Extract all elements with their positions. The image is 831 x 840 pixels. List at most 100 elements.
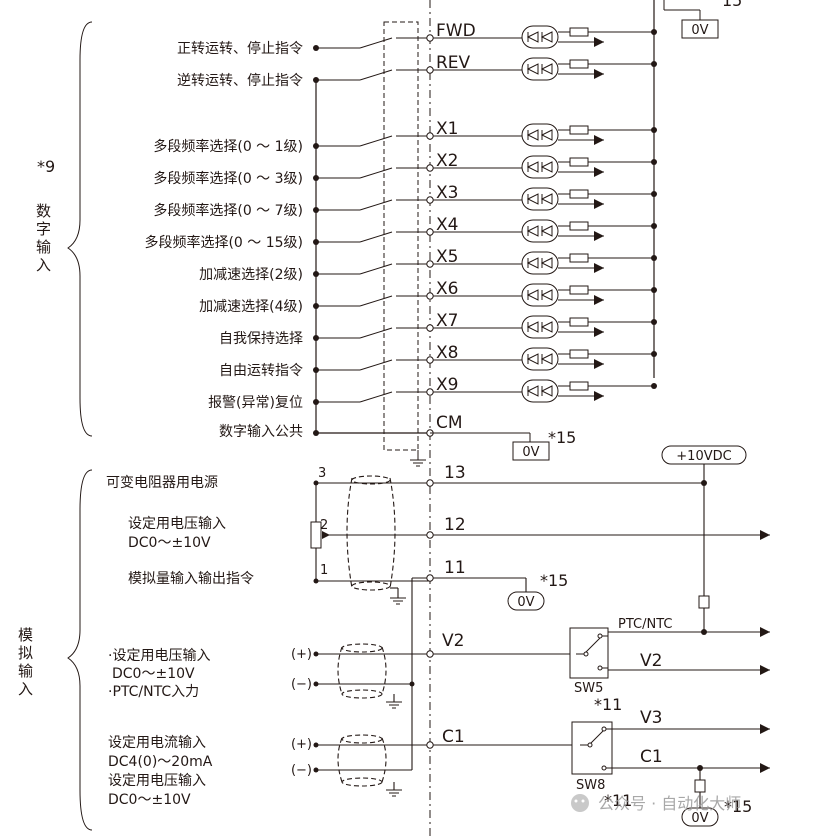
top-ov-box: 0V 15 [663, 0, 742, 39]
input-label: 多段频率选择(0 ～ 15级) [144, 234, 303, 251]
digital-input-row: 多段频率选择(0 ～ 7级) X3 [153, 183, 657, 219]
pin3: 3 [318, 466, 326, 481]
terminal-12-circle [426, 531, 434, 539]
switch-contact [359, 37, 393, 49]
group-braces [67, 21, 93, 831]
common-label: 数字输入公共 [219, 424, 303, 440]
digital-vertical-char: 入 [36, 256, 51, 274]
bus-node [651, 319, 657, 325]
terminal-label: X6 [436, 279, 458, 299]
v2-label-1: ·设定用电压输入 [108, 648, 210, 664]
input-label: 报警(异常)复位 [208, 394, 303, 411]
v2-minus: (−) [291, 677, 312, 692]
c1-label-1: 设定用电流输入 [108, 735, 206, 751]
optocoupler-icon [521, 251, 559, 275]
v2-label-2: DC0～±10V [112, 666, 195, 682]
input-label: 自由运转指令 [219, 363, 303, 379]
analog-io-label: 模拟量输入输出指令 [128, 571, 254, 587]
analog-vertical-char: 输 [18, 662, 33, 680]
digital-input-row: 多段频率选择(0 ～ 3级) X2 [153, 151, 657, 187]
terminal-circle [426, 356, 434, 364]
cm-terminal: CM [436, 413, 463, 433]
c1-plus: (+) [291, 737, 312, 752]
series-resistor [569, 221, 589, 231]
common-node [313, 430, 319, 436]
digital-input-row: 多段频率选择(0 ～ 15级)X4 [144, 215, 657, 251]
digital-input-row: 加减速选择(2级)X5 [199, 247, 657, 283]
input-label: 正转运转、停止指令 [177, 40, 303, 57]
sw5-label: SW5 [574, 681, 603, 696]
optocoupler-icon [521, 155, 559, 179]
terminal-circle [426, 164, 434, 172]
voltage-range-1: DC0～±10V [128, 535, 211, 551]
terminal-11: 11 [444, 558, 466, 578]
series-resistor [569, 381, 589, 391]
v3-out-label: V3 [640, 708, 662, 728]
bus-node [651, 159, 657, 165]
digital-input-row: 加减速选择(4级)X6 [199, 279, 657, 315]
v2-minus-node [313, 681, 319, 687]
terminal-circle [426, 388, 434, 396]
input-label: 多段频率选择(0 ～ 7级) [153, 202, 303, 219]
terminal-label: FWD [436, 21, 476, 41]
analog-brace [67, 469, 93, 831]
optocoupler-icon [521, 379, 559, 403]
top-ov-label: 0V [691, 23, 708, 38]
bus-node [651, 287, 657, 293]
sw5-star: *11 [594, 695, 622, 714]
optocoupler-icon [521, 57, 559, 81]
analog-vertical-char: 入 [18, 680, 33, 698]
series-resistor [569, 59, 589, 69]
sw8-switch [571, 721, 613, 775]
bus-node [651, 191, 657, 197]
digital-vertical-char: 数 [36, 202, 51, 220]
potentiometer [310, 521, 330, 549]
terminal-label: X3 [436, 183, 458, 203]
v2-label-3: ·PTC/NTC入力 [108, 684, 199, 700]
analog-section [315, 462, 770, 808]
optocoupler-icon [521, 219, 559, 243]
ground-icon [386, 701, 402, 709]
pullup-resistor [698, 595, 710, 609]
terminal-v2-circle [426, 650, 434, 658]
series-resistor [569, 189, 589, 199]
terminal-11-circle [426, 574, 434, 582]
ov-11-label: 0V [517, 595, 534, 610]
terminal-label: X8 [436, 343, 458, 363]
terminal-c1: C1 [442, 727, 465, 747]
c1-minus-node [313, 767, 319, 773]
terminal-label: X2 [436, 151, 458, 171]
digital-vertical-label: 数字输入 [36, 202, 51, 274]
ground-icon [390, 597, 406, 605]
input-label: 多段频率选择(0 ～ 3级) [153, 170, 303, 187]
switch-contact [359, 391, 393, 403]
top-star-label: 15 [722, 0, 742, 10]
cm-ov-label: 0V [522, 445, 539, 460]
input-label: 多段频率选择(0 ～ 1级) [153, 138, 303, 155]
digital-vertical-char: 输 [36, 238, 51, 256]
cm-star-label: *15 [548, 428, 576, 447]
input-label: 自我保持选择 [219, 331, 303, 347]
series-resistor [569, 125, 589, 135]
terminal-circle [426, 132, 434, 140]
sw8-label: SW8 [576, 778, 605, 793]
terminal-label: X9 [436, 375, 458, 395]
ptc-ntc-label: PTC/NTC [618, 617, 672, 632]
star-11-label: *15 [540, 571, 568, 590]
c1-label-4: DC0～±10V [108, 792, 191, 808]
switch-contact [359, 359, 393, 371]
star-bottom-label: *15 [724, 797, 752, 816]
optocoupler-icon [521, 315, 559, 339]
terminal-12: 12 [444, 515, 466, 535]
bus-node [651, 223, 657, 229]
pot-source-label: 可变电阻器用电源 [106, 475, 218, 491]
analog-vertical-char: 模 [18, 626, 33, 644]
terminal-v2: V2 [442, 631, 464, 651]
watermark-text: 公众号 · 自动化大师 [598, 794, 741, 813]
switch-contact [359, 135, 393, 147]
terminal-label: X1 [436, 119, 458, 139]
series-resistor [569, 349, 589, 359]
pin2: 2 [320, 518, 328, 533]
series-resistor [569, 285, 589, 295]
optocoupler-icon [521, 283, 559, 307]
